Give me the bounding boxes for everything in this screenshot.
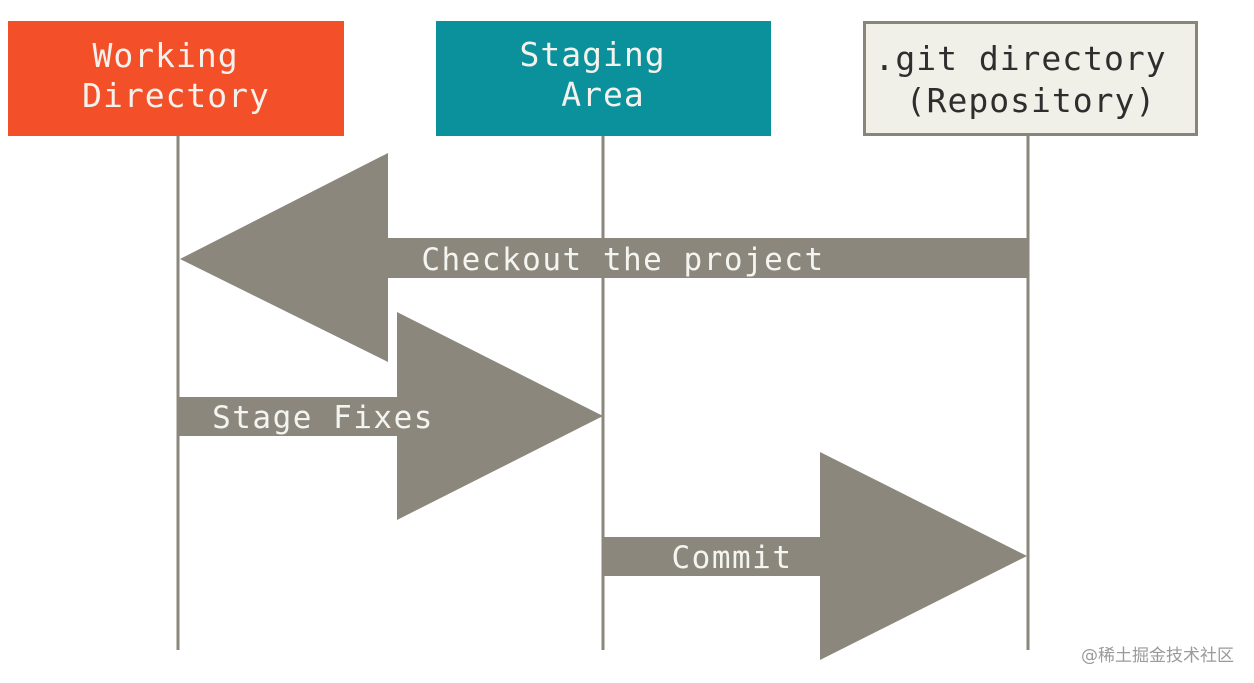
stage-fixes-arrow-label: Stage Fixes [212, 400, 434, 436]
commit-arrow: Commit [603, 452, 1027, 660]
watermark: @稀土掘金技术社区 [1081, 646, 1234, 666]
working-directory-label-line1: Working [93, 36, 239, 75]
svg-text:.git directory (Reposito: .git directory (Repository) [874, 39, 1187, 120]
working-directory-box-bg [8, 21, 344, 136]
svg-text:Staging Area: Staging Area [520, 35, 687, 114]
stage-fixes-arrow-shape [178, 312, 603, 520]
repository-label-line2: (Repository) [906, 81, 1156, 120]
svg-text:Working Directory: Working Directory [82, 36, 270, 115]
repository-box: .git directory (Repository) [863, 21, 1198, 136]
working-directory-box: Working Directory [8, 21, 344, 136]
stage-fixes-arrow: Stage Fixes [178, 312, 603, 520]
repository-label-line1: .git directory [874, 39, 1166, 78]
repository-box-bg [863, 21, 1198, 136]
checkout-arrow: Checkout the project [180, 153, 1028, 362]
staging-area-box-bg [436, 21, 771, 136]
staging-area-label-line1: Staging [520, 35, 666, 74]
staging-area-box: Staging Area [436, 21, 771, 136]
checkout-arrow-label: Checkout the project [421, 242, 824, 278]
working-directory-label-line2: Directory [82, 76, 270, 115]
commit-arrow-label: Commit [672, 540, 793, 576]
checkout-arrow-shape [180, 153, 1028, 362]
commit-arrow-shape [603, 452, 1027, 660]
staging-area-label-line2: Area [561, 75, 644, 114]
